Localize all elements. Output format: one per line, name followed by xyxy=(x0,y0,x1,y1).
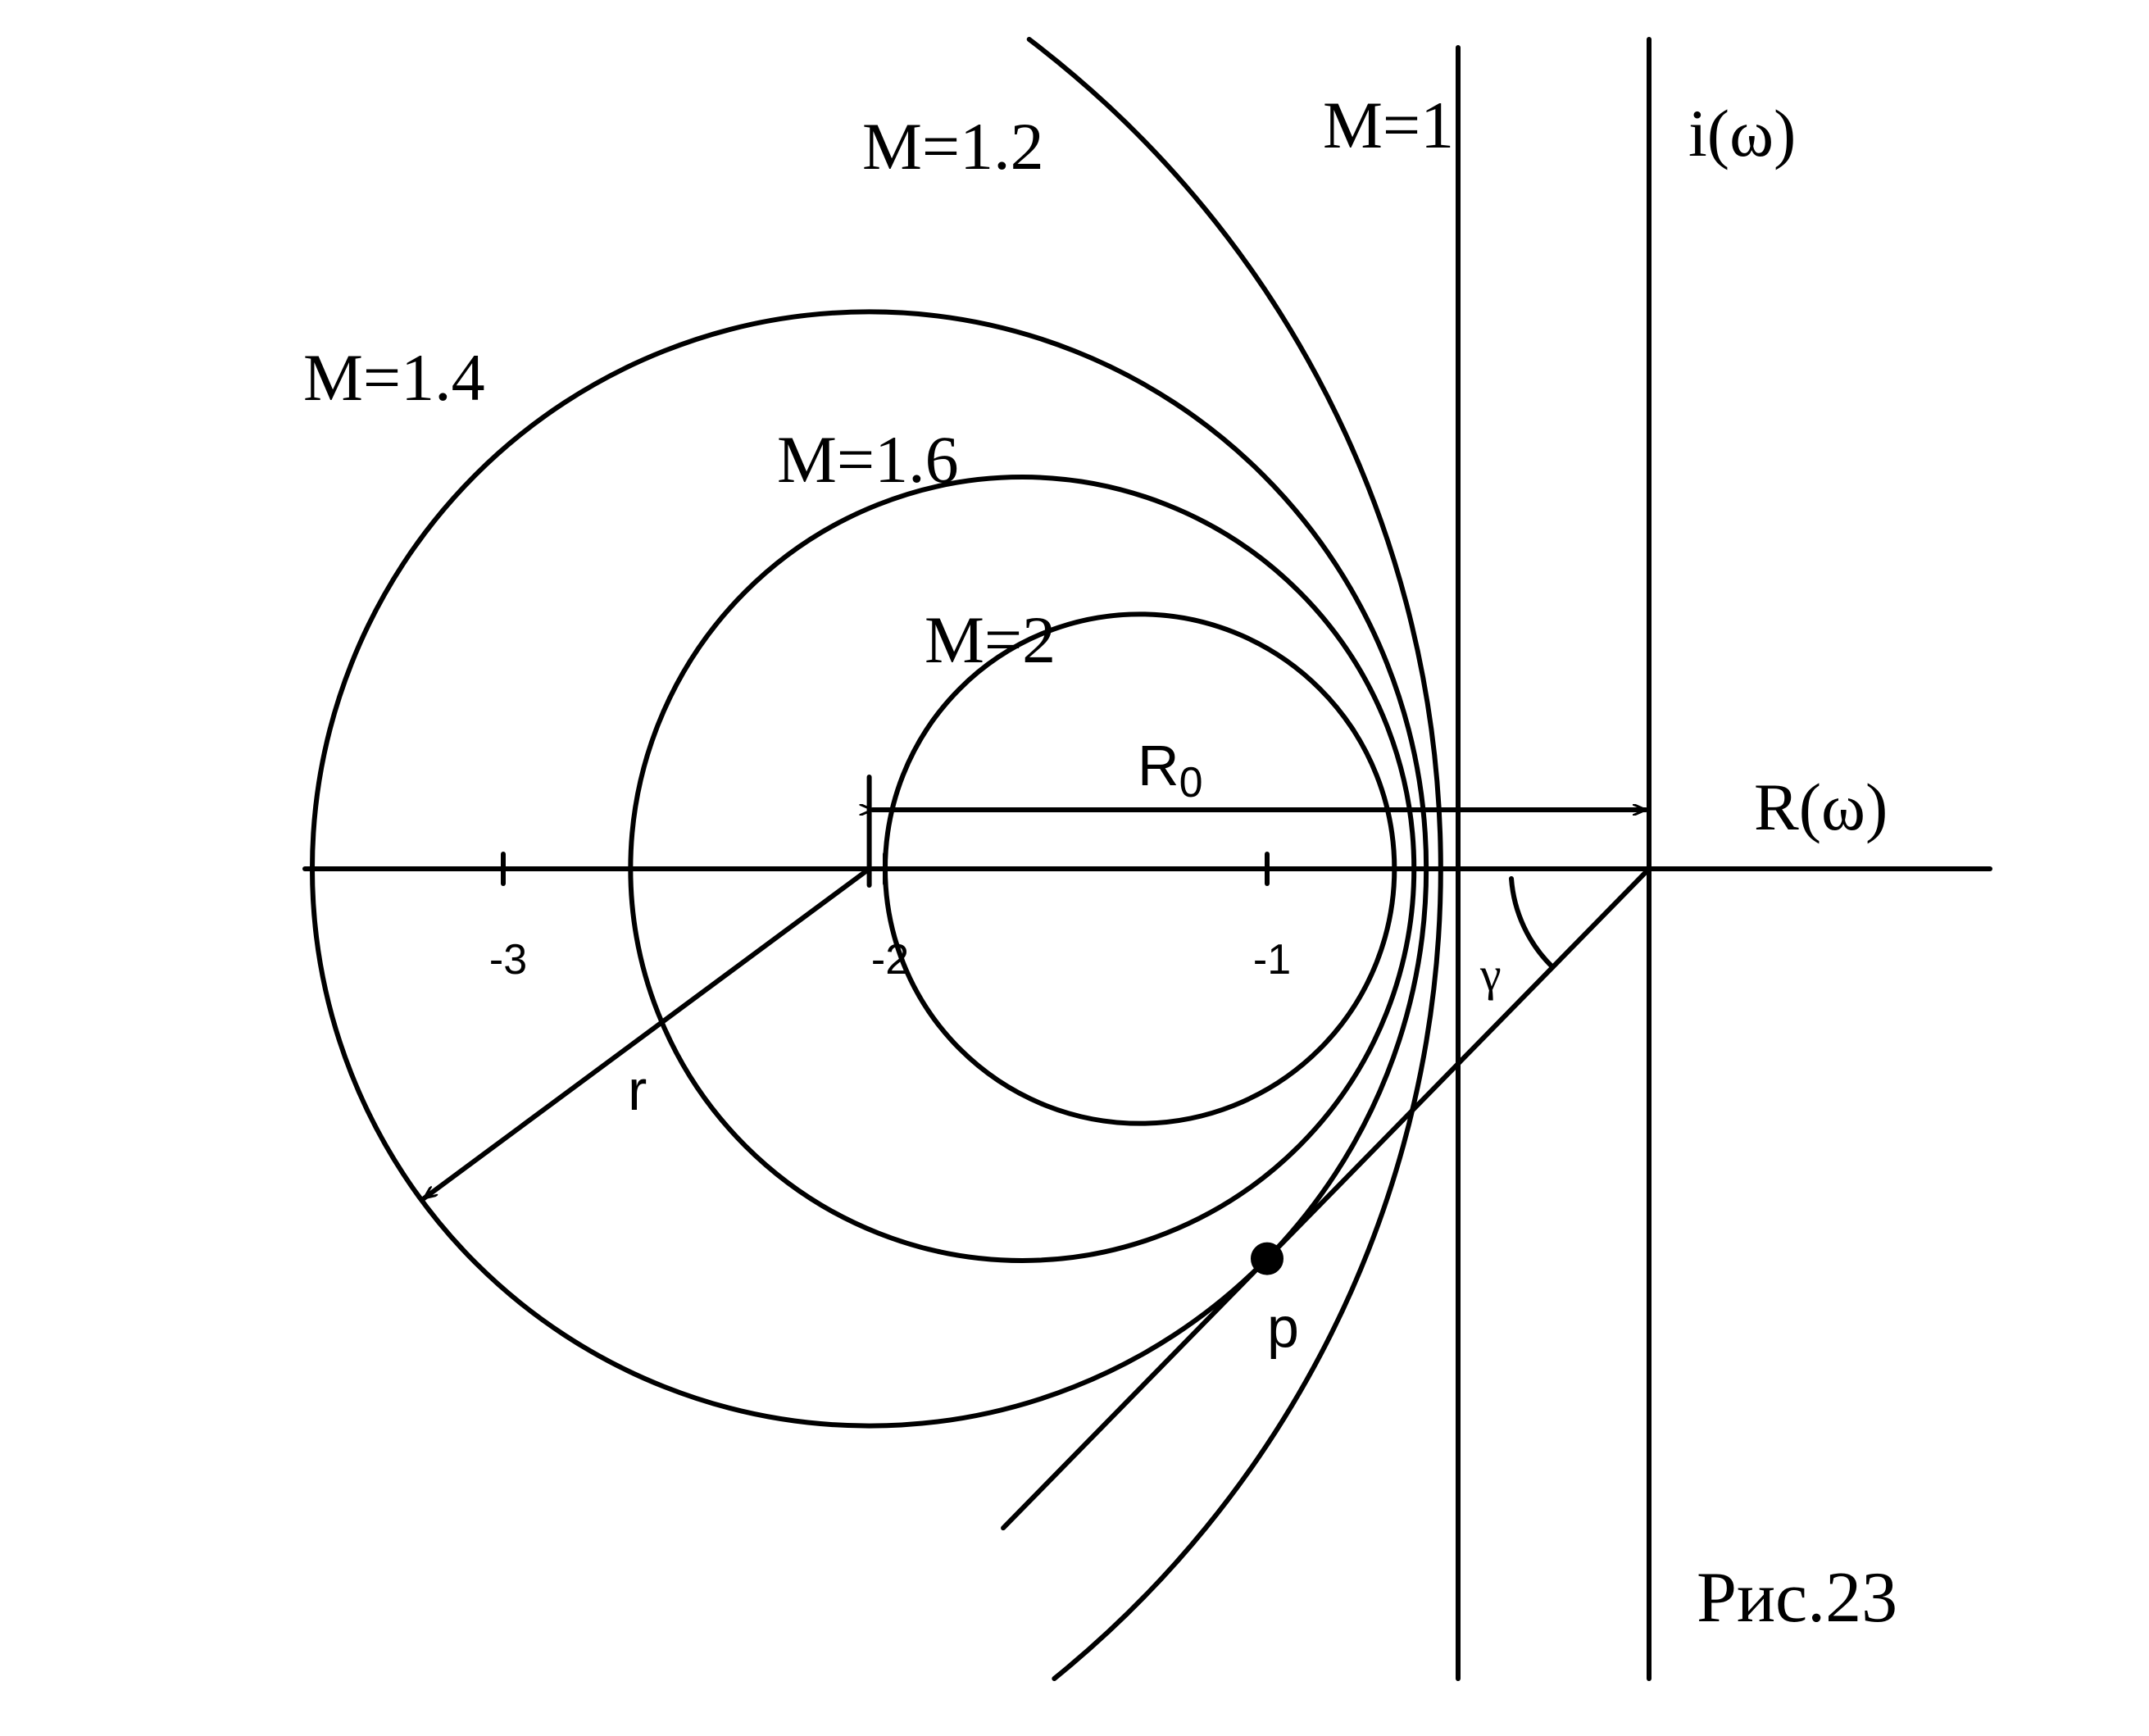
radius-label: r xyxy=(628,1058,647,1122)
gamma-angle-arc xyxy=(1509,876,1556,970)
label-m1: M=1 xyxy=(1323,88,1454,162)
label-m1-4: M=1.4 xyxy=(303,340,485,415)
tangent-line xyxy=(1001,866,1652,1531)
tangent-point-label: p xyxy=(1267,1296,1299,1360)
tick-label-minus-1: -1 xyxy=(1253,936,1291,984)
gamma-label: γ xyxy=(1479,948,1502,1001)
imag-axis-label: i(ω) xyxy=(1688,96,1796,170)
r0-label-main: R xyxy=(1138,734,1179,798)
r0-label: R0 xyxy=(1138,734,1202,807)
label-m1-2: M=1.2 xyxy=(862,109,1044,184)
m-circle-1-6 xyxy=(628,475,1417,1263)
radius-arrow xyxy=(425,866,872,1201)
m-circle-1-2-arc xyxy=(1026,37,1443,1681)
label-m2: M=2 xyxy=(925,602,1056,677)
tick-label-minus-3: -3 xyxy=(489,936,527,984)
figure-caption: Рис.23 xyxy=(1697,1558,1897,1638)
label-m1-6: M=1.6 xyxy=(777,422,959,497)
tangent-point-p xyxy=(1251,1242,1283,1275)
r0-label-subscript: 0 xyxy=(1179,759,1203,807)
m-circle-2 xyxy=(883,611,1397,1126)
real-axis-label: R(ω) xyxy=(1754,770,1888,844)
tick-label-minus-2: -2 xyxy=(871,936,909,984)
m-circle-1-4 xyxy=(310,309,1429,1429)
